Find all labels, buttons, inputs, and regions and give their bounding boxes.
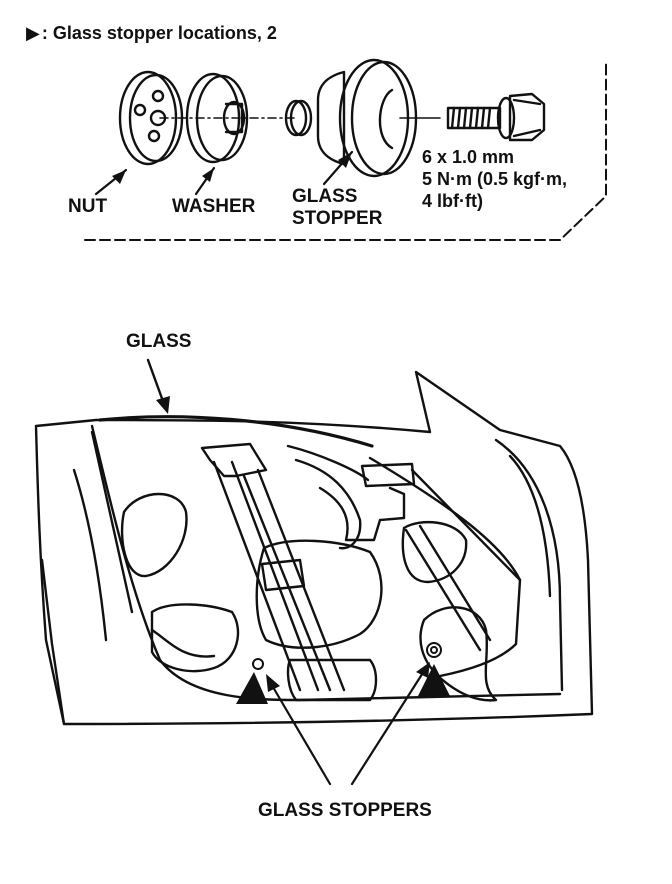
washer-label: WASHER xyxy=(172,196,256,217)
glass-stopper-label-line1: GLASS xyxy=(292,186,358,207)
torque-spec: 6 x 1.0 mm 5 N·m (0.5 kgf·m, 4 lbf·ft) xyxy=(422,146,567,212)
glass-stopper-label-line2: STOPPER xyxy=(292,208,383,229)
glass-stoppers-label: GLASS STOPPERS xyxy=(258,800,432,821)
torque-spec-line2: 5 N·m (0.5 kgf·m, xyxy=(422,169,568,189)
glass-stopper-label: GLASS STOPPER xyxy=(292,186,382,230)
stopper-triangle-left xyxy=(236,672,268,704)
nut-label: NUT xyxy=(68,196,108,217)
bolt-part xyxy=(446,92,546,142)
glass-channel xyxy=(90,430,522,678)
torque-spec-line1: 6 x 1.0 mm xyxy=(422,147,515,167)
section-header: ▶: Glass stopper locations, 2 xyxy=(26,22,277,44)
glass-arrow xyxy=(146,358,166,406)
glass-top-edge xyxy=(98,415,374,448)
header-text: : Glass stopper locations, 2 xyxy=(41,23,277,43)
door-stopper-markers xyxy=(252,642,442,670)
torque-spec-line3: 4 lbf·ft) xyxy=(422,191,483,211)
glass-label: GLASS xyxy=(126,331,192,352)
triangle-marker-icon: ▶ xyxy=(26,23,40,43)
stopper-triangle-right xyxy=(418,664,450,696)
stoppers-arrows xyxy=(268,666,428,786)
detail-box-border xyxy=(84,63,607,241)
door-openings xyxy=(120,492,498,702)
window-regulator xyxy=(200,442,522,692)
door-outline xyxy=(34,370,594,726)
cap-part xyxy=(284,99,313,137)
